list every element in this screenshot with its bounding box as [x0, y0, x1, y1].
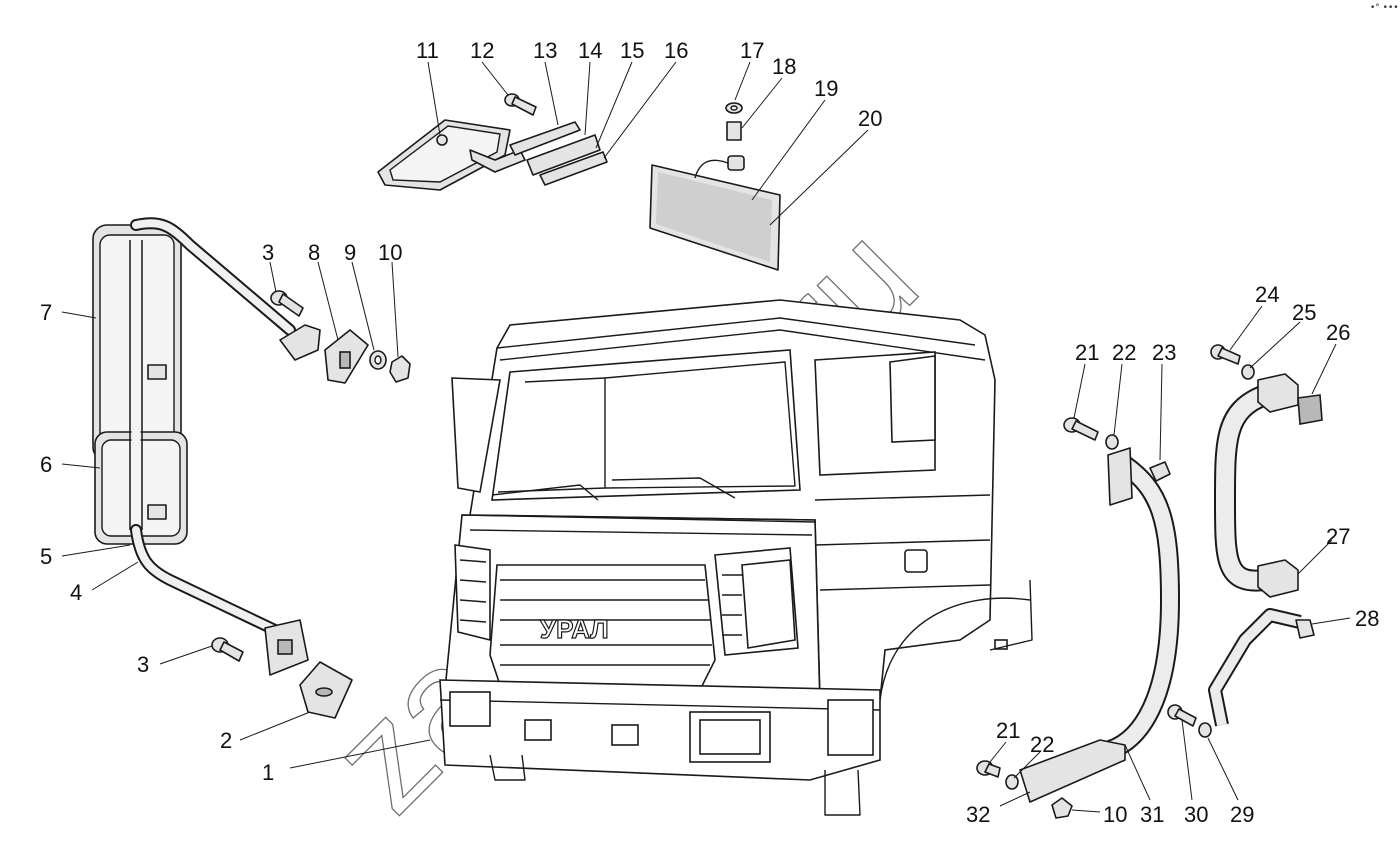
callout-19: 19	[814, 76, 838, 101]
grab-rail-assembly	[976, 417, 1181, 819]
callout-27: 27	[1326, 524, 1350, 549]
callout-21-lower: 21	[996, 718, 1020, 743]
callout-22-upper: 22	[1112, 340, 1136, 365]
callout-32: 32	[966, 802, 990, 827]
nut-10	[389, 355, 411, 383]
bushing-23	[1149, 461, 1171, 482]
callout-14: 14	[578, 38, 602, 63]
callout-numbers: 1 2 3 3 4 5 6 7 8 9 10 10 11 12 13 14 15…	[40, 38, 1379, 827]
callout-25: 25	[1292, 300, 1316, 325]
callout-24: 24	[1255, 282, 1279, 307]
bracket-32	[1019, 739, 1126, 803]
callout-31: 31	[1140, 802, 1164, 827]
callout-12: 12	[470, 38, 494, 63]
callout-11: 11	[416, 38, 439, 63]
callout-22-lower: 22	[1030, 732, 1054, 757]
plate-14	[526, 134, 601, 176]
plate-16	[539, 151, 608, 186]
callout-2: 2	[220, 728, 232, 753]
callout-10-lower: 10	[1103, 802, 1127, 827]
callout-18: 18	[772, 54, 796, 79]
corner-mark: •° •••	[1370, 3, 1399, 13]
callout-15: 15	[620, 38, 644, 63]
callout-20: 20	[858, 106, 882, 131]
small-mirror-assembly	[377, 93, 608, 191]
callout-5: 5	[40, 544, 52, 569]
leader-lines	[61, 61, 1351, 813]
cab-assembly: УРАЛ	[439, 299, 1033, 816]
callout-7: 7	[40, 300, 52, 325]
callout-1: 1	[262, 760, 274, 785]
callout-3-lower: 3	[137, 652, 149, 677]
callout-13: 13	[533, 38, 557, 63]
callout-26: 26	[1326, 320, 1350, 345]
callout-29: 29	[1230, 802, 1254, 827]
callout-17: 17	[740, 38, 764, 63]
callout-10-upper: 10	[378, 240, 402, 265]
pad-26	[1297, 394, 1323, 425]
callout-9: 9	[344, 240, 356, 265]
hardware-left	[211, 290, 411, 719]
callout-4: 4	[70, 580, 82, 605]
handle-27	[1215, 386, 1269, 590]
callout-3-upper: 3	[262, 240, 274, 265]
main-mirror-assembly	[92, 217, 321, 676]
callout-6: 6	[40, 452, 52, 477]
grille-badge: УРАЛ	[540, 614, 609, 644]
callout-28: 28	[1355, 606, 1379, 631]
callout-21-upper: 21	[1075, 340, 1099, 365]
handle-28	[1210, 610, 1302, 726]
callout-16: 16	[664, 38, 688, 63]
bracket-13	[509, 121, 581, 156]
callout-23: 23	[1152, 340, 1176, 365]
door-handle-assembly	[1167, 344, 1323, 738]
sun-visor-assembly	[649, 102, 781, 271]
screw-18	[726, 121, 742, 141]
rail-31	[1102, 457, 1179, 758]
callout-8: 8	[308, 240, 320, 265]
callout-30: 30	[1184, 802, 1208, 827]
